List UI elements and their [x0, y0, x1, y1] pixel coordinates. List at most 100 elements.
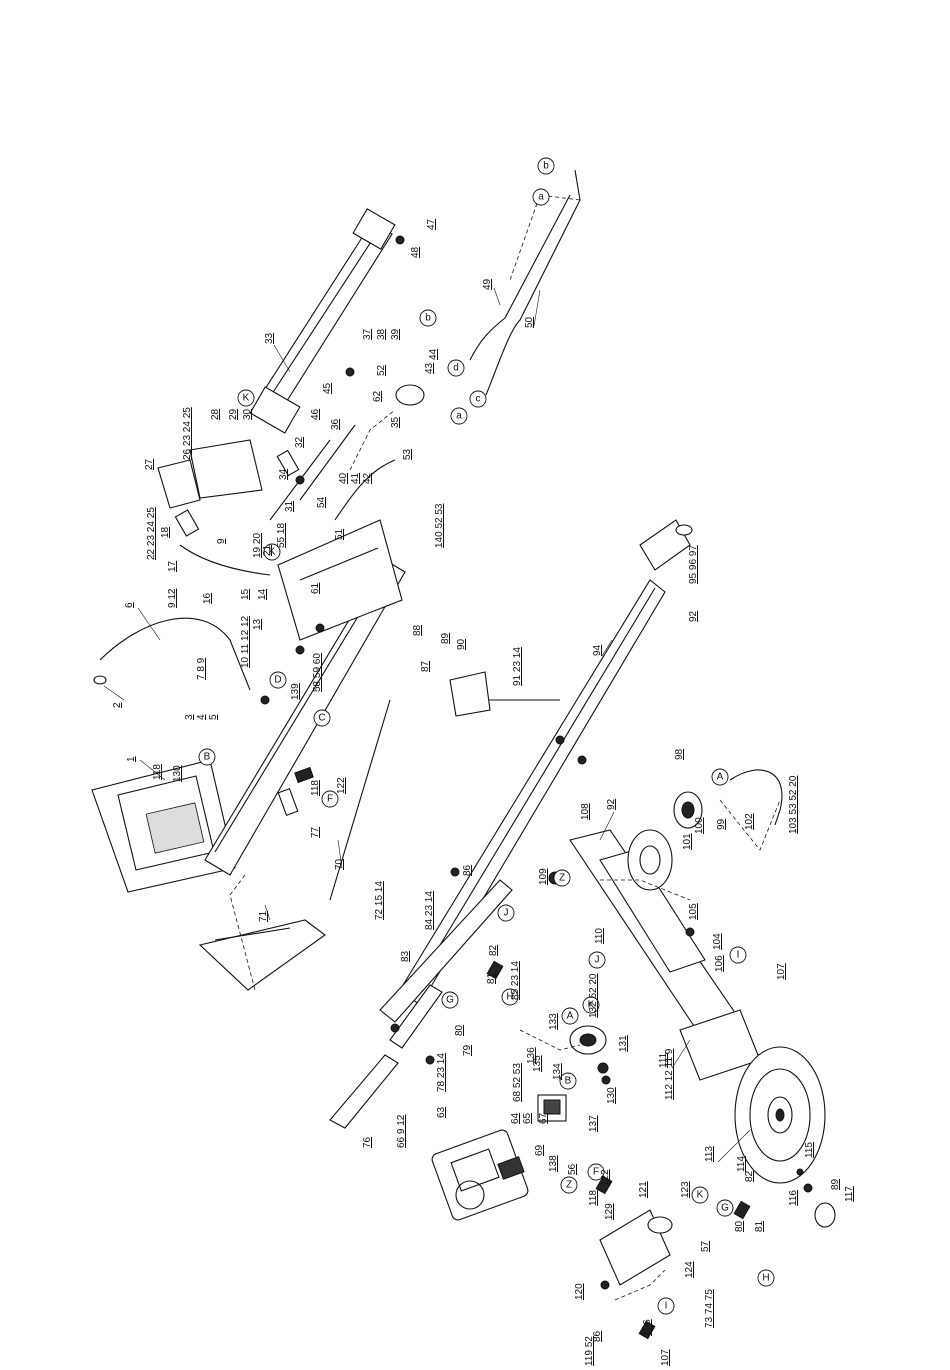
callout-A: A [561, 1007, 579, 1025]
leader [533, 289, 541, 327]
svg-text:J: J [504, 908, 509, 919]
svg-text:Z: Z [559, 873, 565, 884]
arm-76 [329, 1054, 399, 1129]
part-label: 45 [322, 382, 333, 394]
part-label: 35 [390, 416, 401, 428]
part-label: 49 [482, 278, 493, 290]
part-label: 139 [290, 683, 301, 700]
part-label: 117 [844, 1186, 855, 1202]
hub-inner [639, 845, 661, 875]
spring-121 [294, 766, 314, 784]
bolt [345, 367, 355, 377]
spring-121b [595, 1175, 613, 1195]
hitch-ball [675, 524, 693, 536]
svg-text:F: F [593, 1167, 599, 1178]
part-label: 121 [638, 1181, 649, 1198]
part-label: 56 [567, 1163, 578, 1175]
svg-text:C: C [318, 713, 325, 724]
part-label: 130 [172, 765, 183, 782]
washer-114 [796, 1168, 804, 1176]
part-label: 122 [600, 1169, 611, 1186]
leader [103, 685, 125, 701]
chain-rod-70 [329, 699, 391, 901]
part-label: 98 [674, 748, 685, 760]
part-label: 17 [167, 560, 178, 572]
part-label: 55 18 [276, 523, 287, 548]
part-label: 107 [660, 1349, 671, 1366]
callout-b: b [537, 157, 555, 175]
callout-a: a [450, 407, 468, 425]
part-label: 103 53 52 20 [788, 775, 799, 834]
valve-rod [299, 424, 356, 501]
leader [601, 639, 613, 657]
part-label: 58 59 60 [312, 653, 323, 692]
part-label: 83 [400, 950, 411, 962]
dashed-line [509, 194, 581, 281]
part-label: 88 [412, 624, 423, 636]
callout-F: F [321, 790, 339, 808]
part-label: 120 [574, 1283, 585, 1300]
part-label: 81 [486, 972, 497, 984]
part-label: 92 [606, 798, 617, 810]
dashed-line [519, 1029, 581, 1051]
part-label: 48 [410, 246, 421, 258]
part-label: 43 [424, 362, 435, 374]
part-label: 85 23 14 [510, 961, 521, 1000]
part-label: 34 [278, 468, 289, 480]
hub [627, 829, 673, 891]
part-label: 72 15 14 [374, 881, 385, 920]
spring-106 [638, 1320, 656, 1340]
part-label: 2 [112, 702, 123, 708]
callout-Z: Z [553, 869, 571, 887]
svg-text:K: K [269, 547, 276, 558]
leader [337, 839, 343, 869]
part-label: 82 [488, 944, 499, 956]
part-label: 110 [594, 928, 605, 944]
part-label: 118 [152, 764, 163, 780]
part-label: 118 [310, 780, 321, 796]
part-label: 132 52 20 [588, 973, 599, 1018]
callout-D: D [269, 671, 287, 689]
part-label: 64 [510, 1112, 521, 1124]
part-label: 124 [684, 1261, 695, 1278]
jack-plate [449, 671, 491, 717]
part-label: 73 74 75 [704, 1289, 715, 1328]
part-label: 77 [310, 826, 321, 838]
part-label: 90 [456, 638, 467, 650]
dashed-line [614, 1269, 666, 1301]
part-label: 21 [262, 544, 273, 556]
handle-bar-49 [485, 169, 581, 396]
part-label: 65 [522, 1112, 533, 1124]
wheel-hub [767, 1096, 793, 1134]
part-label: 94 [592, 644, 603, 656]
main-beam [204, 559, 406, 876]
bolt-129 [601, 1075, 611, 1085]
bolt [295, 645, 305, 655]
bolt [295, 475, 305, 485]
leader-lines [103, 287, 751, 1163]
dashed-line [719, 799, 781, 851]
engine-flywheel [455, 1180, 485, 1210]
part-label: 135 [532, 1055, 543, 1072]
svg-text:A: A [567, 1011, 574, 1022]
part-label: 87 [420, 660, 431, 672]
bracket-plate-28 [189, 439, 263, 499]
part-label: 9 12 [167, 588, 178, 608]
valve-center [579, 1033, 597, 1047]
part-label: 13 [252, 618, 263, 630]
bolt-78 [425, 1055, 435, 1065]
handle-bar-6 [99, 617, 251, 691]
bolt [315, 623, 325, 633]
callout-I: I [729, 946, 747, 964]
foot-plate-panel [145, 802, 205, 854]
part-label: 129 [604, 1203, 615, 1220]
leader [139, 759, 166, 781]
part-label: 54 [316, 496, 327, 508]
callout-K: K [237, 389, 255, 407]
leader [137, 607, 161, 641]
part-label: 39 [390, 328, 401, 340]
part-label: 63 [436, 1106, 447, 1118]
part-label: 61 [310, 582, 321, 594]
bolt [450, 867, 460, 877]
part-label: 99 [716, 818, 727, 830]
